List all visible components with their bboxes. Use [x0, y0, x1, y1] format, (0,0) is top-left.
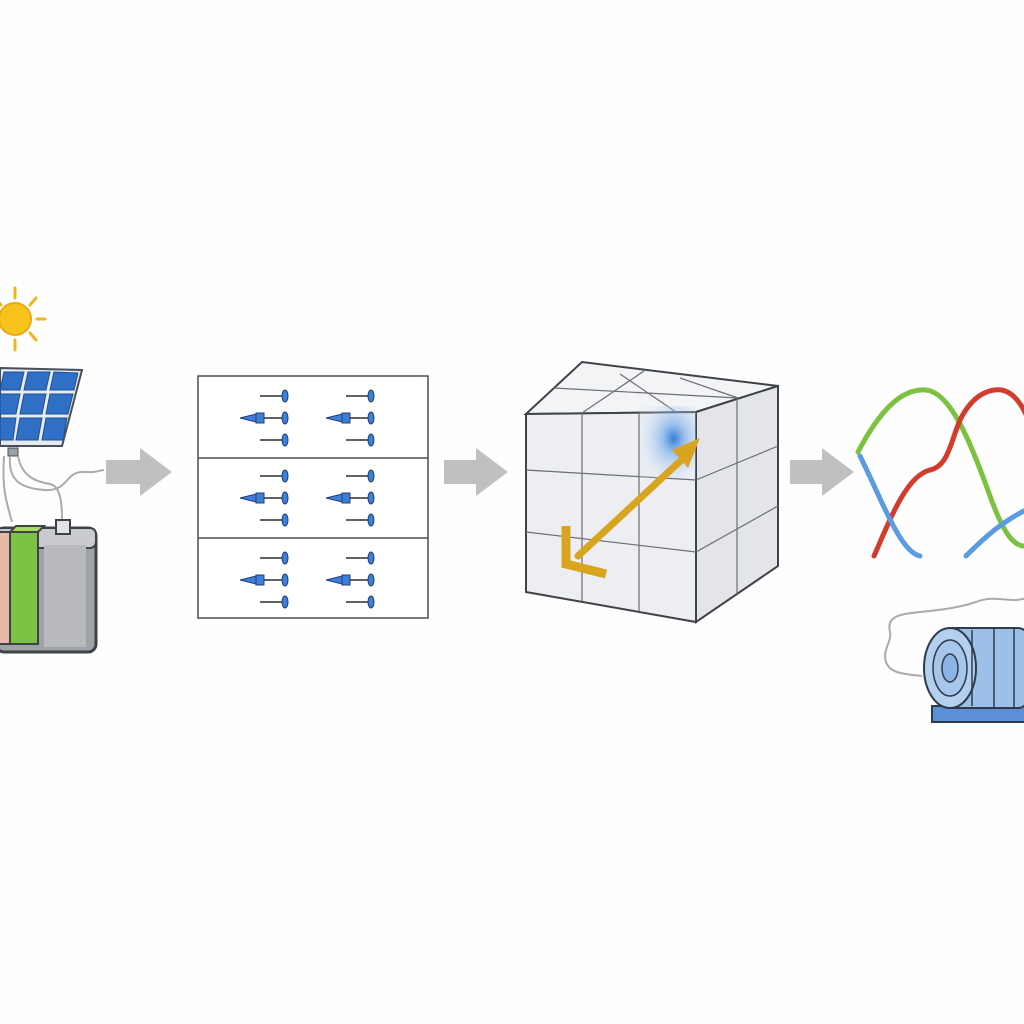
flow-arrow-3-icon	[790, 448, 854, 496]
switch-symbol-icon	[239, 551, 289, 609]
switch-symbol-icon	[239, 469, 289, 527]
solar-panel-icon	[0, 366, 84, 457]
cable-lines	[2, 455, 105, 523]
switch-symbol-icon	[239, 389, 289, 447]
battery-icon	[0, 519, 98, 654]
sun-icon	[0, 286, 47, 352]
switch-symbol-icon	[325, 551, 375, 609]
switch-symbol-icon	[325, 469, 375, 527]
double-arrow-icon	[561, 438, 700, 579]
switch-matrix-group	[197, 375, 429, 619]
three-phase-wave-icon	[855, 387, 1024, 559]
motor-icon	[884, 597, 1024, 723]
flow-arrow-2-icon	[444, 448, 508, 496]
cube-grid-group	[523, 360, 779, 624]
switch-cells	[239, 389, 375, 609]
output-group	[855, 387, 1024, 723]
flow-arrow-1-icon	[106, 448, 172, 496]
switch-symbol-icon	[325, 389, 375, 447]
solar-source-group	[0, 286, 105, 654]
